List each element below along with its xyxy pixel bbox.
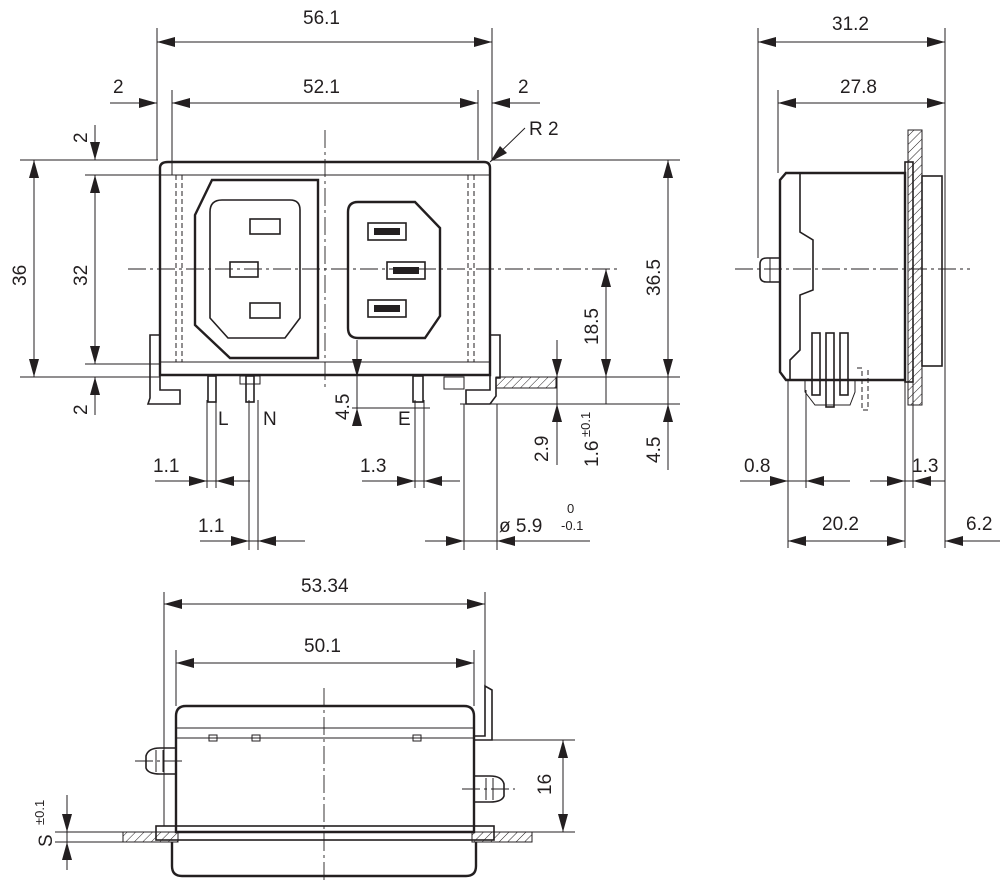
inlet-c14-outline — [193, 178, 320, 360]
label-pin-width-E: 1.3 — [360, 456, 386, 477]
dim-radius — [489, 127, 526, 163]
pin-N — [245, 375, 255, 403]
label-hole-tol-upper: 0 — [567, 501, 574, 516]
side-panel-section — [907, 129, 923, 406]
dim-pin-depth — [552, 340, 562, 465]
label-pin-N: N — [263, 409, 277, 430]
label-bottom-width-outer: 53.34 — [301, 576, 349, 597]
dim-top-offset — [90, 125, 100, 160]
dim-bottom-width-outer — [164, 599, 485, 609]
label-tab-height: 4.5 — [644, 437, 665, 463]
dim-pin-width-L — [155, 476, 250, 486]
inlet-pin-earth — [249, 218, 281, 235]
dim-depth-total — [758, 37, 945, 47]
label-center-height: 18.5 — [582, 308, 603, 345]
mounting-tab-right — [465, 334, 501, 405]
label-height-inner: 32 — [71, 265, 92, 286]
dim-width-outer — [157, 37, 492, 47]
outlet-contact-middle — [386, 261, 426, 280]
side-body-outline — [778, 171, 907, 382]
label-radius: R 2 — [529, 119, 559, 140]
dim-pin-thickness — [870, 476, 945, 486]
bottom-latch — [474, 684, 493, 741]
bottom-panel-left — [122, 831, 179, 843]
label-height-total: 36.5 — [644, 259, 665, 296]
dim-pin-width-N — [200, 536, 305, 546]
label-pin-thickness: 1.3 — [912, 456, 938, 477]
label-hole-diameter: ø 5.9 — [499, 516, 542, 537]
label-margin-right: 2 — [518, 77, 529, 98]
label-pin-gap: 4.5 — [333, 394, 354, 420]
side-view: 31.2 27.8 0.8 1.3 20.2 6.2 — [735, 14, 1000, 548]
label-depth-total: 31.2 — [832, 14, 869, 35]
label-bottom-offset: 2 — [71, 404, 92, 415]
outlet-contact-top — [367, 222, 407, 241]
bottom-view: 53.34 50.1 16 S ±0.1 — [32, 576, 575, 880]
label-hole-tol-lower: -0.1 — [561, 518, 583, 533]
bottom-panel-right — [471, 831, 533, 843]
dim-front-projection — [945, 536, 1000, 546]
dim-panel-thickness — [62, 795, 72, 870]
dim-tab-height — [663, 377, 673, 470]
label-pin-width-N: 1.1 — [198, 516, 224, 537]
dim-hole-diameter — [425, 536, 590, 546]
dim-margin-right — [492, 98, 540, 108]
dim-pin-width-E — [362, 476, 460, 486]
side-stud — [759, 257, 781, 283]
outlet-c13-outline — [346, 200, 442, 340]
bottom-stud-right — [462, 775, 515, 803]
dim-margin-left — [110, 98, 157, 108]
inlet-pin-live — [229, 261, 259, 278]
dim-body-length — [788, 536, 905, 546]
dim-height-outer — [29, 160, 39, 377]
dim-bottom-offset — [90, 377, 100, 415]
label-pin-tolerance-value: 1.6 — [582, 441, 603, 467]
bottom-stud-left — [135, 747, 186, 775]
inlet-c14-inner — [209, 199, 301, 339]
dim-flange-thickness — [740, 476, 850, 486]
front-view: 56.1 52.1 2 2 R 2 36 32 2 2 36.5 18.5 4.… — [10, 8, 680, 550]
dim-height-inner — [90, 175, 100, 364]
label-width-outer: 56.1 — [303, 8, 340, 29]
label-depth-body: 27.8 — [840, 77, 877, 98]
label-pin-E: E — [398, 409, 411, 430]
dim-center-height — [601, 269, 611, 377]
label-pin-depth: 2.9 — [532, 436, 553, 462]
pin-E — [412, 375, 424, 403]
mounting-tab-left — [146, 334, 181, 405]
inlet-pin-neutral — [249, 302, 281, 319]
outlet-contact-bottom — [367, 299, 407, 318]
dim-width-inner — [172, 98, 478, 108]
label-height-outer: 36 — [10, 265, 31, 286]
label-body-length: 20.2 — [822, 514, 859, 535]
pin-L — [207, 375, 217, 403]
label-pin-L: L — [218, 409, 229, 430]
label-flange-thickness: 0.8 — [744, 456, 770, 477]
label-bottom-width-inner: 50.1 — [304, 636, 341, 657]
label-panel-thickness: S — [36, 834, 57, 847]
dim-bottom-height — [558, 740, 568, 832]
label-panel-tolerance: ±0.1 — [32, 800, 47, 825]
dim-depth-body — [778, 98, 945, 108]
label-pin-width-L: 1.1 — [153, 456, 179, 477]
label-pin-tolerance: ±0.1 — [578, 412, 593, 437]
label-front-projection: 6.2 — [966, 514, 992, 535]
front-panel-section — [495, 376, 557, 389]
label-top-offset: 2 — [71, 132, 92, 143]
label-width-inner: 52.1 — [303, 77, 340, 98]
dim-pin-gap — [352, 340, 362, 426]
label-margin-left: 2 — [113, 77, 124, 98]
bottom-body-outline — [174, 704, 476, 834]
label-bottom-height: 16 — [535, 774, 556, 795]
dim-bottom-width-inner — [176, 658, 474, 668]
dim-height-total — [663, 160, 673, 377]
